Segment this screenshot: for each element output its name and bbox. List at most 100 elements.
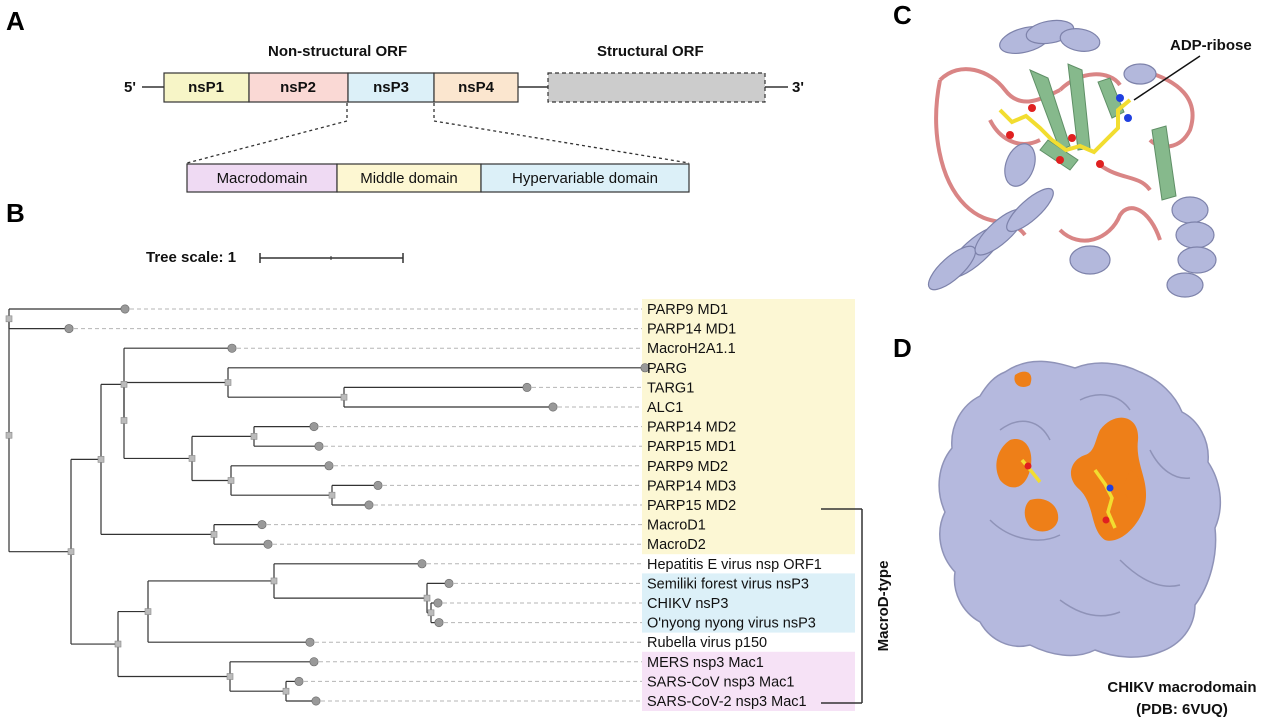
structure-caption-line2: (PDB: 6VUQ): [1136, 701, 1228, 718]
domain-middle: Middle domain: [336, 163, 482, 193]
leaf-dot: [434, 618, 444, 628]
leaf-dot: [64, 324, 74, 334]
nsp3-domain-bar: Macrodomain Middle domain Hypervariable …: [186, 163, 690, 193]
segment-nsp1-label: nsP1: [188, 79, 224, 96]
leaf-dot: [227, 343, 237, 353]
tree-node: [423, 594, 431, 602]
tree-node: [282, 687, 290, 695]
tree-node: [270, 577, 278, 585]
leaf-dot: [314, 441, 324, 451]
leaf-label: MacroH2A1.1: [647, 341, 736, 357]
tree-node: [67, 548, 75, 556]
panel-d-letter: D: [893, 333, 912, 363]
leaf-label: MERS nsp3 Mac1: [647, 655, 764, 671]
leaf-label: PARP14 MD2: [647, 420, 736, 436]
leaf-dot: [373, 480, 383, 490]
nonstructural-orf-label: Non-structural ORF: [268, 43, 407, 60]
leaf-label: PARP9 MD1: [647, 302, 728, 318]
segment-nsp2-label: nsP2: [280, 79, 316, 96]
macrod-type-label: MacroD-type: [875, 561, 892, 652]
leaf-label: Semiliki forest virus nsP3: [647, 576, 809, 592]
tree-node: [114, 640, 122, 648]
structural-orf-label: Structural ORF: [597, 43, 704, 60]
segment-nsp1: nsP1: [163, 72, 250, 103]
leaf-dot: [364, 500, 374, 510]
leaf-label: SARS-CoV nsp3 Mac1: [647, 674, 794, 690]
tree-node: [5, 431, 13, 439]
leaf-dot: [444, 578, 454, 588]
leaf-label: TARG1: [647, 380, 694, 396]
tree-node: [427, 609, 435, 617]
tree-node: [120, 381, 128, 388]
leaf-dot: [257, 520, 267, 530]
leaf-dot: [548, 402, 558, 412]
tree-scale-bar: [259, 253, 404, 263]
zoom-line-left: [186, 120, 348, 164]
leaf-dot: [324, 461, 334, 471]
tree-node: [188, 455, 196, 462]
panel-a-letter: A: [6, 6, 25, 36]
tree-node: [144, 608, 152, 615]
leaf-dot: [433, 598, 443, 608]
clade-highlight-band: [642, 299, 855, 555]
domain-macrodomain-label: Macrodomain: [217, 170, 308, 187]
tree-node: [210, 531, 218, 538]
tree-node: [340, 393, 348, 401]
domain-macrodomain: Macrodomain: [186, 163, 338, 193]
panel-c-letter: C: [893, 0, 912, 30]
tree-node: [226, 673, 234, 680]
leaf-label: PARP15 MD1: [647, 439, 736, 455]
leaf-label: PARP14 MD3: [647, 478, 736, 494]
leaf-dot: [294, 676, 304, 686]
macrod-type-bracket: [821, 508, 863, 704]
leaf-dot: [309, 422, 319, 432]
clade-highlight-band: [642, 651, 855, 711]
tree-node: [224, 379, 232, 386]
leaf-dots: [64, 304, 650, 706]
leaf-dot: [309, 657, 319, 667]
segment-nsp3: nsP3: [347, 72, 435, 103]
three-prime-label: 3': [792, 79, 804, 96]
tree-nodes: [5, 315, 435, 695]
leaf-guide-lines: [74, 308, 642, 702]
leaf-label: Rubella virus p150: [647, 635, 767, 651]
leaf-label: PARP15 MD2: [647, 498, 736, 514]
leaf-dot: [311, 696, 321, 706]
leaf-label: MacroD1: [647, 518, 706, 534]
leaf-dot: [120, 304, 130, 314]
domain-hypervariable: Hypervariable domain: [480, 163, 690, 193]
leaf-label: Hepatitis E virus nsp ORF1: [647, 557, 822, 573]
leaf-label: SARS-CoV-2 nsp3 Mac1: [647, 694, 807, 710]
structure-caption-line1: CHIKV macrodomain: [1107, 679, 1256, 696]
tree-node: [97, 456, 105, 463]
leaf-label: CHIKV nsP3: [647, 596, 728, 612]
leaf-dot: [263, 539, 273, 549]
tree-scale-label: Tree scale: 1: [146, 249, 236, 266]
panel-b-letter: B: [6, 198, 25, 228]
leaf-label: ALC1: [647, 400, 683, 416]
tree-node: [250, 433, 258, 440]
adp-ribose-label: ADP-ribose: [1170, 37, 1252, 54]
segment-nsp4-label: nsP4: [458, 79, 495, 96]
tree-node: [328, 491, 336, 499]
clade-highlight-band: [642, 573, 855, 633]
domain-middle-label: Middle domain: [360, 170, 458, 187]
tree-node: [227, 477, 235, 484]
ligand-pointer-line: [1133, 55, 1201, 101]
leaf-dot: [522, 382, 532, 392]
nonstructural-segments: nsP1 nsP2 nsP3 nsP4: [163, 72, 519, 103]
clade-highlights: [642, 299, 855, 711]
leaf-label: PARP14 MD1: [647, 322, 736, 338]
segment-nsp2: nsP2: [248, 72, 349, 103]
zoom-line-right: [433, 120, 690, 164]
leaf-label: PARP9 MD2: [647, 459, 728, 475]
leaf-label: MacroD2: [647, 537, 706, 553]
leaf-dot: [305, 637, 315, 647]
leaf-dot: [640, 363, 650, 373]
segment-nsp3-label: nsP3: [373, 79, 409, 96]
domain-hypervariable-label: Hypervariable domain: [512, 170, 658, 187]
tree-node: [120, 417, 128, 424]
leaf-label: PARG: [647, 361, 687, 377]
